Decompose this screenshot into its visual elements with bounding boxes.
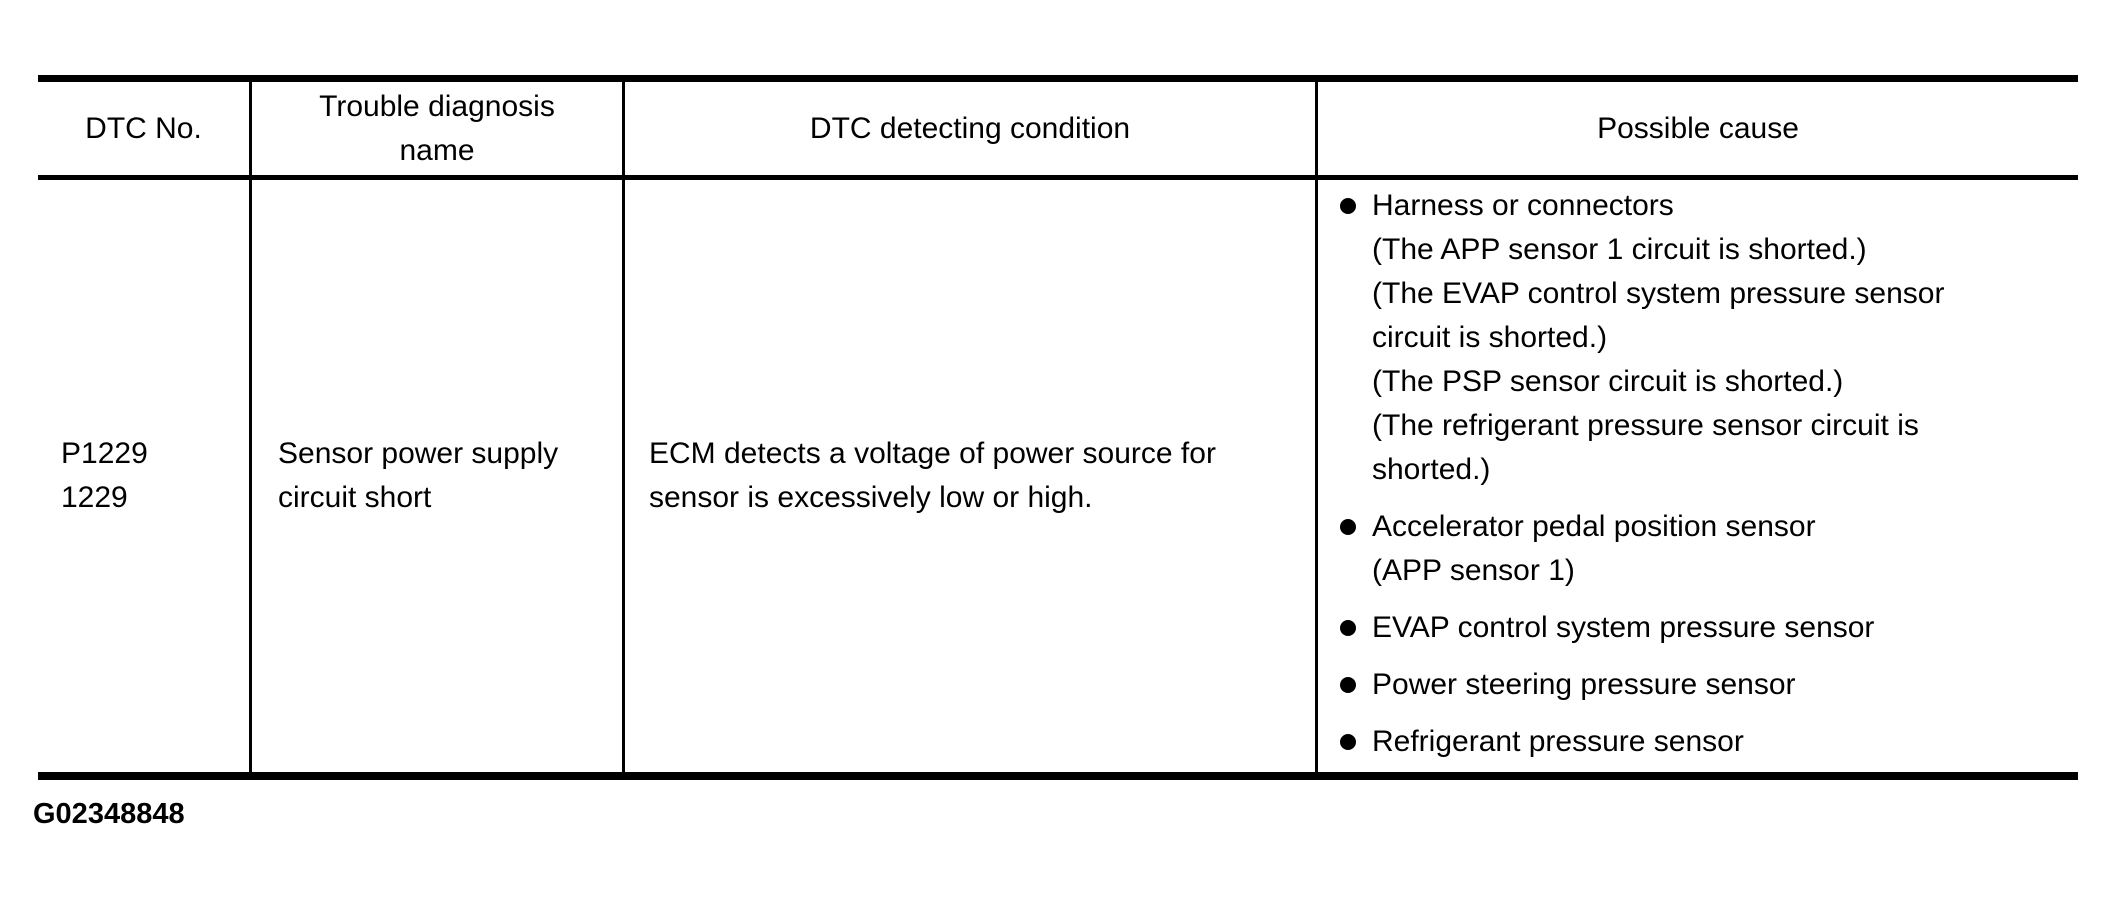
figure-id: G02348848 bbox=[33, 798, 185, 830]
bullet-icon bbox=[1340, 734, 1356, 750]
header-cell-trouble-diagnosis-name: Trouble diagnosis name bbox=[252, 82, 625, 175]
cause-item-evap-sensor: EVAP control system pressure sensor bbox=[1340, 606, 2070, 650]
header-label-dtc-no: DTC No. bbox=[85, 111, 202, 145]
dtc-no-value: P1229 1229 bbox=[61, 437, 148, 514]
trouble-diagnosis-name-value: Sensor power supply circuit short bbox=[278, 437, 559, 514]
header-cell-dtc-no: DTC No. bbox=[38, 82, 252, 175]
table-header-row: DTC No. Trouble diagnosis name DTC detec… bbox=[38, 82, 2078, 180]
header-cell-dtc-detecting-condition: DTC detecting condition bbox=[625, 82, 1318, 175]
cause-item-refrigerant-sensor: Refrigerant pressure sensor bbox=[1340, 720, 2070, 764]
header-label-trouble-diagnosis-name: Trouble diagnosis name bbox=[319, 89, 555, 167]
cell-possible-cause: Harness or connectors (The APP sensor 1 … bbox=[1318, 180, 2078, 772]
cause-item-psp-sensor: Power steering pressure sensor bbox=[1340, 663, 2070, 707]
dtc-detecting-condition-value: ECM detects a voltage of power source fo… bbox=[649, 437, 1216, 514]
cause-text: Refrigerant pressure sensor bbox=[1372, 725, 1744, 758]
cause-item-harness: Harness or connectors (The APP sensor 1 … bbox=[1340, 184, 2070, 492]
dtc-table: DTC No. Trouble diagnosis name DTC detec… bbox=[38, 75, 2078, 780]
bullet-icon bbox=[1340, 677, 1356, 693]
cell-trouble-diagnosis-name: Sensor power supply circuit short bbox=[252, 180, 625, 772]
bullet-icon bbox=[1340, 198, 1356, 214]
header-label-possible-cause: Possible cause bbox=[1597, 111, 1799, 145]
header-cell-possible-cause: Possible cause bbox=[1318, 82, 2078, 175]
cause-item-app-sensor: Accelerator pedal position sensor (APP s… bbox=[1340, 505, 2070, 593]
bullet-icon bbox=[1340, 519, 1356, 535]
header-label-dtc-detecting-condition: DTC detecting condition bbox=[809, 111, 1131, 145]
cell-dtc-detecting-condition: ECM detects a voltage of power source fo… bbox=[625, 180, 1318, 772]
cause-text: Power steering pressure sensor bbox=[1372, 668, 1796, 701]
cause-text: Accelerator pedal position sensor (APP s… bbox=[1372, 510, 1816, 587]
cell-dtc-no: P1229 1229 bbox=[38, 180, 252, 772]
cause-text: EVAP control system pressure sensor bbox=[1372, 611, 1875, 644]
table-body-row: P1229 1229 Sensor power supply circuit s… bbox=[38, 180, 2078, 772]
bullet-icon bbox=[1340, 620, 1356, 636]
cause-text: Harness or connectors (The APP sensor 1 … bbox=[1372, 189, 1945, 486]
